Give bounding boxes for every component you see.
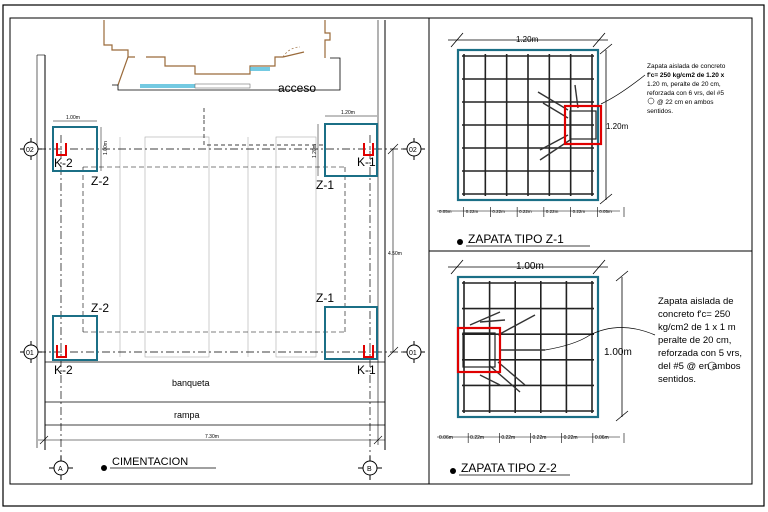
z1-width: 1.20m [516,35,539,44]
svg-text:01: 01 [26,350,34,357]
column-k1-top [363,143,374,156]
z2-title: ZAPATA TIPO Z-2 [461,461,557,475]
sheet-outer-border [2,4,765,507]
dim-top-right-width: 1.20m [341,110,355,116]
column-label-k1-bottom: K-1 [357,363,376,377]
svg-text:sentidos.: sentidos. [658,374,696,385]
z2-column-bars [469,311,545,393]
footing-z1-bottom [324,306,378,360]
footings [52,123,378,361]
z2-column [456,326,502,374]
svg-text:Zapata aislada de: Zapata aislada de [658,296,734,307]
columns [56,143,374,358]
column-label-k2-top: K-2 [54,156,73,170]
spacing-label: 0.22m [492,209,505,214]
dim-total-height: 4.50m [388,251,402,257]
z1-column [563,104,603,146]
svg-text:B: B [367,466,372,473]
axis-bubble-01-left: 01 [20,341,42,363]
spacing-label: 0.05m [599,209,612,214]
spacing-label: 0.06m [595,435,609,441]
total-height-dim [387,143,399,358]
foundation-plan: acceso [20,20,425,480]
axis-bubble-02-right: 02 [403,138,425,160]
dim-total-width: 7.30m [205,434,219,440]
banqueta-label: banqueta [172,378,210,388]
dim-right-side: 1.20m [312,144,318,158]
axis-bubble-a: A [49,456,73,480]
interior-lines [119,136,317,358]
svg-text:f'c= 250 kg/cm2 de 1.20 x: f'c= 250 kg/cm2 de 1.20 x [647,72,725,79]
z1-spacings: 0.05m 0.22m 0.22m 0.22m 0.22m 0.22m 0.05m [439,207,625,217]
svg-text:concreto f'c= 250: concreto f'c= 250 [658,309,730,320]
spacing-label: 0.22m [546,209,559,214]
svg-text:peralte de 20 cm,: peralte de 20 cm, [658,335,731,346]
z2-spacings: 0.06m 0.22m 0.22m 0.22m 0.22m 0.06m [439,433,625,443]
footing-label-z1-bottom: Z-1 [316,291,334,305]
spacing-label: 0.22m [470,435,484,441]
axis-bubble-01-right: 01 [403,341,425,363]
axis-bubble-02-left: 02 [20,138,42,160]
z2-width: 1.00m [516,261,544,272]
footing-label-z2-top: Z-2 [91,174,109,188]
footing-z2-bottom [52,315,98,361]
svg-text:@ 22 cm en ambos: @ 22 cm en ambos [657,99,714,106]
z2-note: Zapata aislada de concreto f'c= 250 kg/c… [658,296,742,385]
z2-rebar-grid [462,281,594,413]
spacing-label: 0.22m [564,435,578,441]
axis-bubble-b: B [358,456,382,480]
access-label: acceso [278,81,316,95]
rampa-label: rampa [174,410,200,420]
svg-text:del #5 @ en ambos: del #5 @ en ambos [658,361,741,372]
spacing-label: 0.22m [519,209,532,214]
dim-top-left-width: 1.00m [66,115,80,121]
access-walls [103,20,331,86]
footing-z1-top [324,123,378,177]
svg-text:kg/cm2 de 1 x 1 m: kg/cm2 de 1 x 1 m [658,322,736,333]
svg-text:sentidos.: sentidos. [647,108,673,115]
spacing-label: 0.22m [533,435,547,441]
z1-rebar-grid [462,54,594,196]
plan-title: CIMENTACION [112,456,188,468]
z1-height: 1.20m [606,122,629,131]
axis-lines [38,135,405,460]
title-bullet-plan [101,465,107,471]
windows [140,67,270,89]
z2-height: 1.00m [604,347,632,358]
total-width-dim [38,435,385,445]
z1-note: Zapata aislada de concreto f'c= 250 kg/c… [647,63,726,115]
column-label-k1-top: K-1 [357,155,376,169]
footing-label-z2-bottom: Z-2 [91,301,109,315]
spacing-label: 0.22m [466,209,479,214]
column-k2-top [56,143,67,156]
column-k1-bottom [363,345,374,358]
svg-text:1.20 m, peralte de 20 cm,: 1.20 m, peralte de 20 cm, [647,81,721,88]
spacing-label: 0.05m [439,209,452,214]
footing-z2-top [52,126,98,172]
column-label-k2-bottom: K-2 [54,363,73,377]
column-k2-bottom [56,345,67,358]
spacing-label: 0.06m [439,435,453,441]
svg-text:A: A [58,466,63,473]
svg-text:02: 02 [409,147,417,154]
z1-title: ZAPATA TIPO Z-1 [468,232,564,246]
z2-outline [456,275,600,419]
svg-text:reforzada con 6 vrs, del #5: reforzada con 6 vrs, del #5 [647,90,724,97]
z1-outline [456,48,600,202]
footing-label-z1-top: Z-1 [316,178,334,192]
spacing-label: 0.22m [501,435,515,441]
dim-left-side: 1.00m [103,141,109,155]
svg-text:reforzada con 5 vrs,: reforzada con 5 vrs, [658,348,742,359]
svg-text:02: 02 [26,147,34,154]
svg-text:Zapata aislada de concreto: Zapata aislada de concreto [647,63,726,70]
spacing-label: 0.22m [573,209,586,214]
svg-text:01: 01 [409,350,417,357]
detail-z1: 1.20m 1.20m 0.05m 0.22m 0.22m 0.22m 0.22m 0.2… [437,32,726,247]
